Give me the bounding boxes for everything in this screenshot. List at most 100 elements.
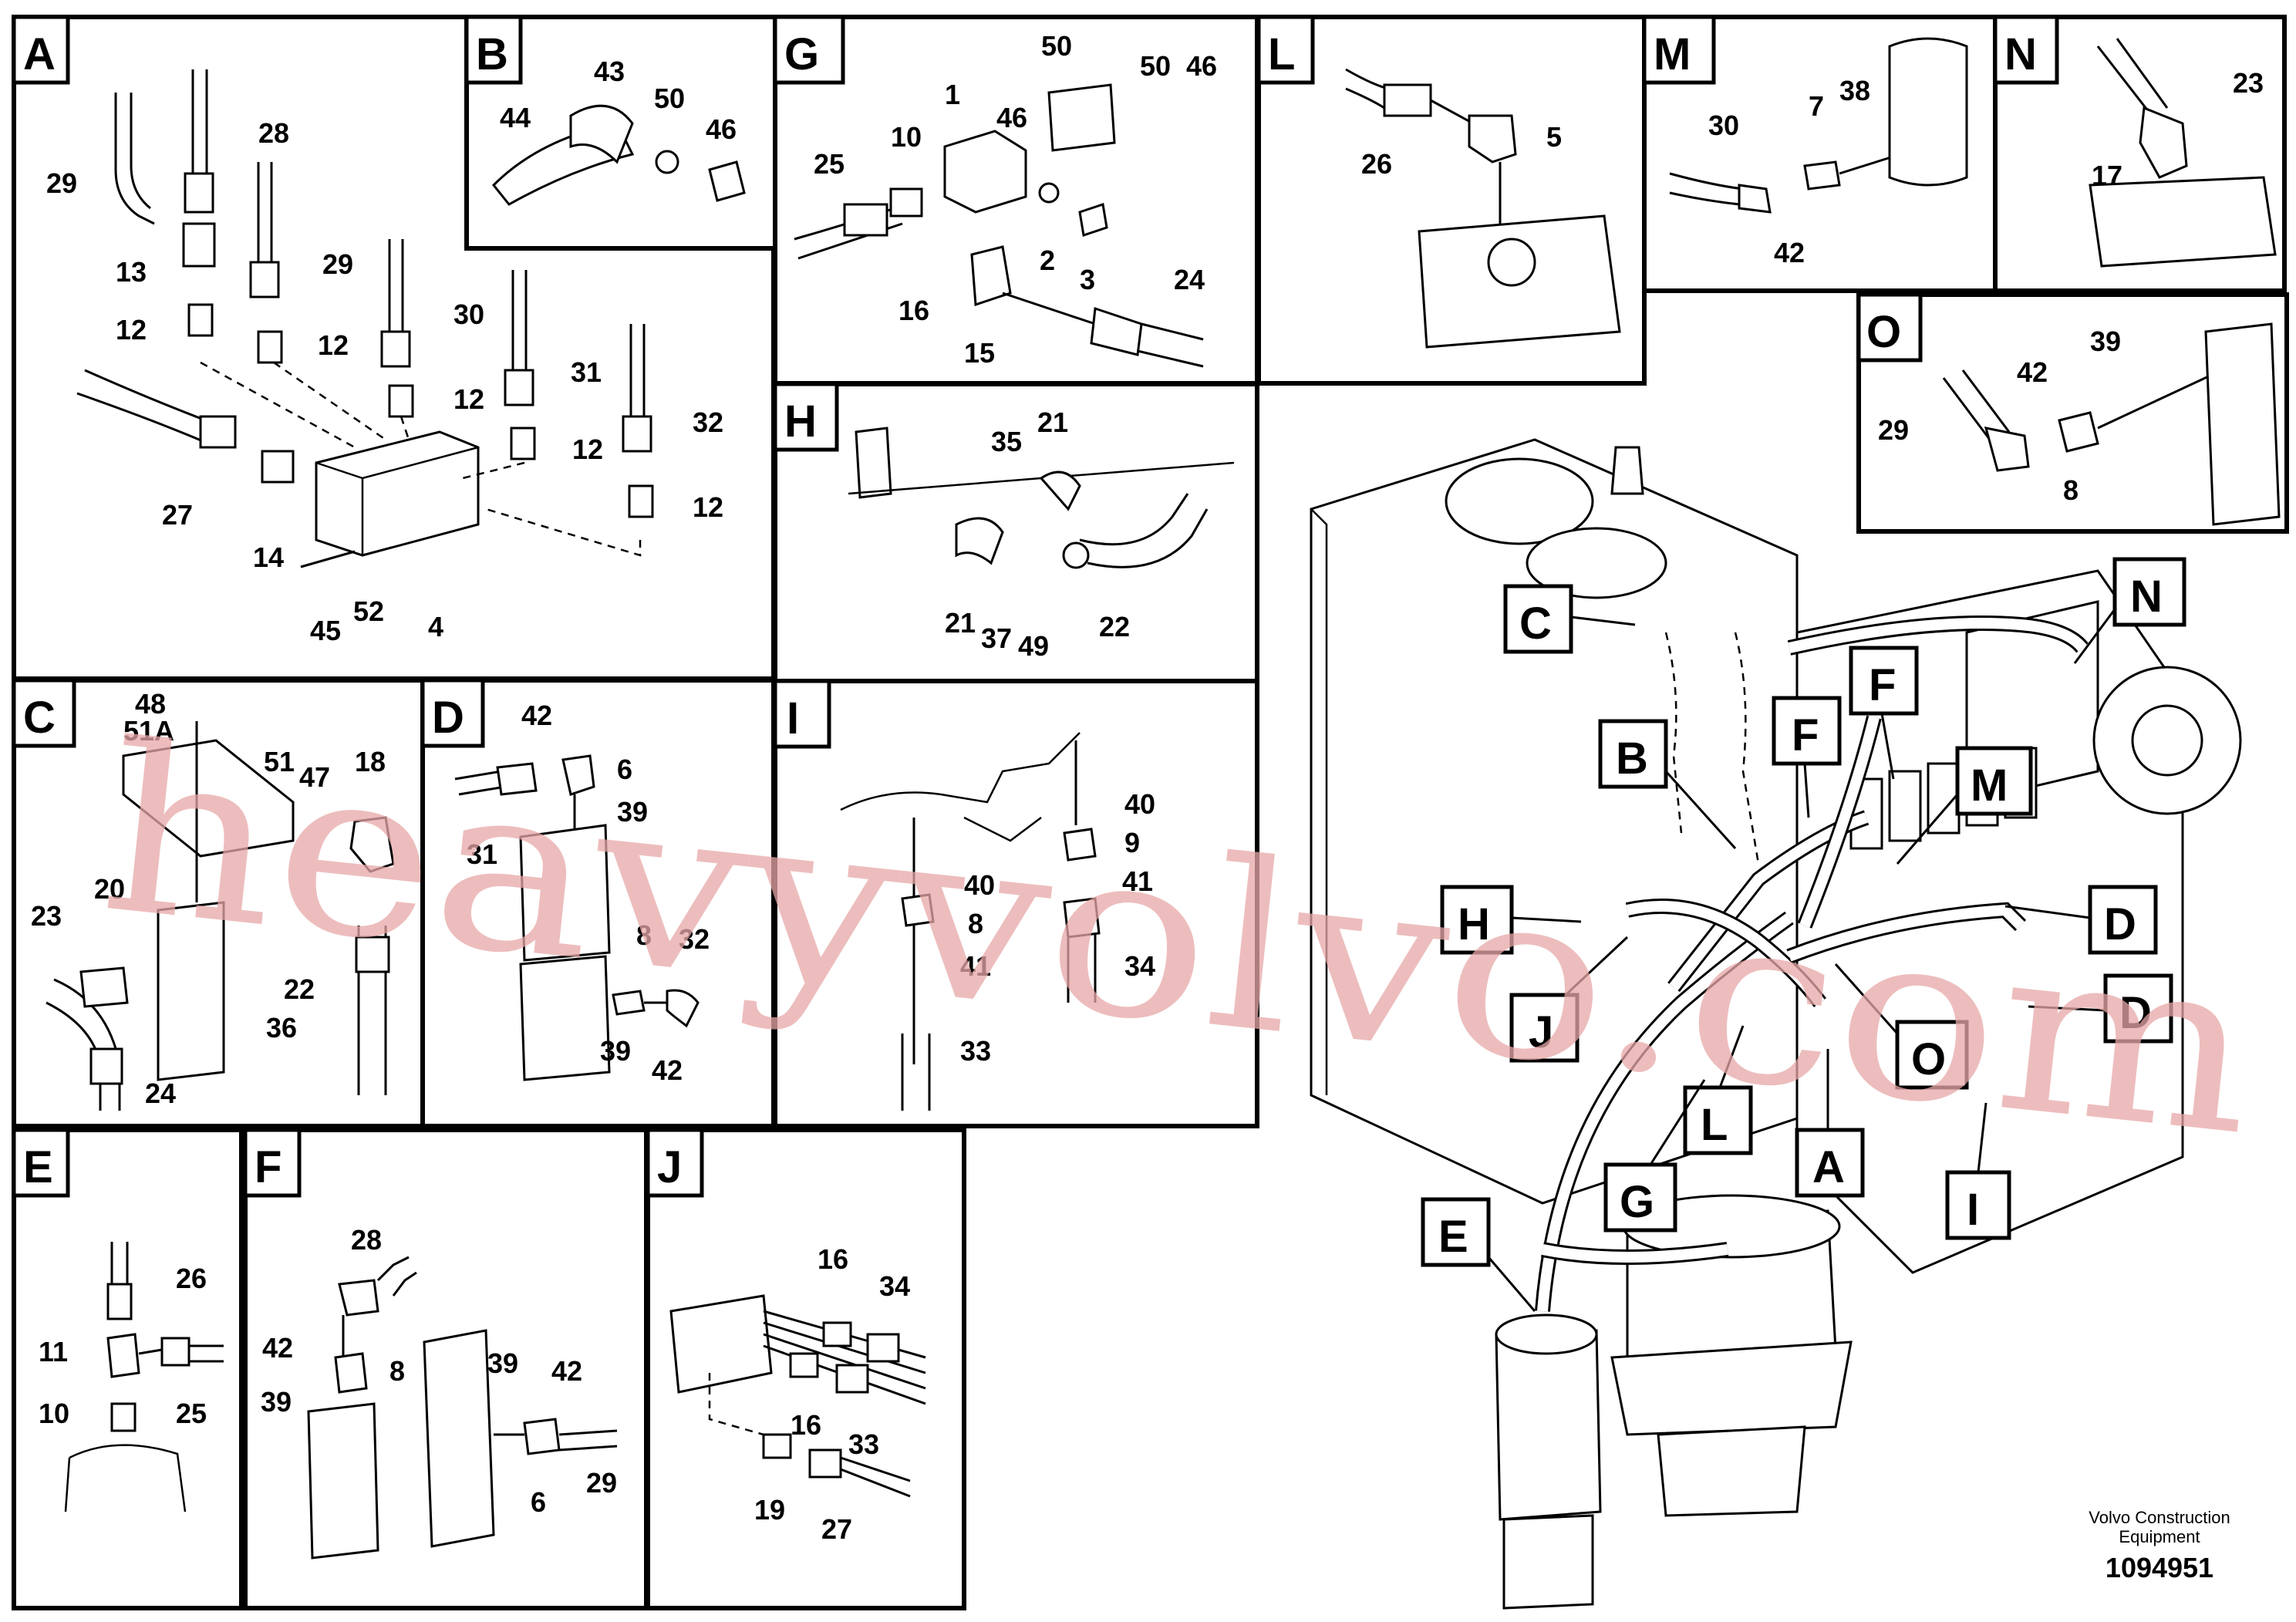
- partnum-L-26: 26: [1361, 148, 1392, 180]
- partnum-F-29: 29: [586, 1467, 617, 1499]
- partnum-M-42: 42: [1774, 237, 1805, 268]
- panel-O-label: O: [1866, 307, 1901, 357]
- svg-text:C: C: [1519, 599, 1552, 649]
- partnum-E-10: 10: [39, 1398, 69, 1429]
- partnum-D-42b: 42: [652, 1054, 683, 1086]
- partnum-J-16a: 16: [818, 1243, 848, 1275]
- svg-text:F: F: [1869, 660, 1896, 710]
- partnum-E-25: 25: [176, 1398, 207, 1429]
- callout-H: H: [1440, 885, 1582, 955]
- partnum-G-50b: 50: [1140, 50, 1171, 82]
- panel-O: O 39 42 29 8: [1856, 292, 2289, 534]
- partnum-F-42b: 42: [551, 1355, 582, 1387]
- partnum-A-12b: 12: [318, 329, 349, 361]
- partnum-H-21a: 21: [1037, 406, 1068, 438]
- partnum-A-12d: 12: [572, 433, 603, 465]
- partnum-M-38: 38: [1839, 75, 1870, 106]
- callout-B: B: [1598, 719, 1737, 850]
- panel-N: N 23 17: [1993, 15, 2287, 293]
- callout-M: M: [1896, 746, 2033, 865]
- partnum-I-8: 8: [968, 908, 983, 939]
- panel-G-label: G: [784, 29, 819, 79]
- partnum-D-39b: 39: [600, 1035, 631, 1067]
- panel-E-label: E: [23, 1142, 53, 1192]
- footer-company: Volvo Construction: [2089, 1508, 2230, 1527]
- partnum-C-22: 22: [284, 973, 315, 1005]
- callout-N: N: [2073, 557, 2186, 664]
- callout-J: J: [1509, 936, 1629, 1063]
- panel-N-label: N: [2004, 29, 2037, 79]
- partnum-G-3: 3: [1080, 264, 1095, 295]
- partnum-F-28: 28: [351, 1224, 382, 1256]
- callout-G: G: [1603, 1079, 1706, 1233]
- panel-D-label: D: [432, 693, 464, 743]
- partnum-B-43: 43: [594, 56, 625, 87]
- svg-text:L: L: [1701, 1100, 1728, 1150]
- partnum-A-30: 30: [453, 298, 484, 330]
- svg-text:M: M: [1971, 760, 2008, 811]
- partnum-A-52: 52: [353, 595, 384, 627]
- partnum-C-47: 47: [299, 761, 330, 793]
- svg-text:H: H: [1458, 899, 1490, 949]
- partnum-I-34: 34: [1124, 950, 1155, 982]
- partnum-A-12e: 12: [693, 491, 723, 523]
- panel-J-label: J: [657, 1142, 682, 1192]
- partnum-D-31: 31: [467, 838, 497, 870]
- svg-text:D: D: [2104, 899, 2136, 949]
- partnum-A-12c: 12: [453, 383, 484, 415]
- machine-overview: [1310, 438, 2242, 1610]
- partnum-J-16b: 16: [791, 1409, 821, 1441]
- panel-F: F 28 42 8 39 39 42 6 29: [243, 1128, 649, 1610]
- partnum-M-30: 30: [1708, 110, 1739, 141]
- partnum-A-4: 4: [428, 611, 443, 642]
- footer: Volvo Construction Equipment 1094951: [2089, 1508, 2230, 1583]
- partnum-G-1: 1: [945, 79, 960, 110]
- panel-C: C 48 51A 51 47 18 20 23 22 36 24: [12, 678, 425, 1128]
- panel-M-label: M: [1654, 29, 1691, 79]
- panel-F-label: F: [255, 1142, 282, 1192]
- partnum-F-39b: 39: [487, 1347, 518, 1379]
- partnum-H-49: 49: [1018, 630, 1049, 662]
- partnum-G-25: 25: [814, 148, 845, 180]
- callout-C: C: [1503, 584, 1636, 654]
- panel-E: E 26 11 25 10: [12, 1128, 244, 1610]
- panel-I-label: I: [787, 693, 799, 744]
- panel-H: H 35 21 21 37 49 22: [773, 382, 1259, 683]
- partnum-G-50a: 50: [1041, 30, 1072, 62]
- partnum-O-39: 39: [2090, 325, 2121, 357]
- partnum-H-35: 35: [991, 426, 1022, 457]
- panel-J: J 16 34 16 33 19 27: [646, 1128, 966, 1610]
- partnum-D-32: 32: [679, 923, 710, 955]
- partnum-C-18: 18: [355, 746, 386, 777]
- partnum-C-51A: 51A: [123, 715, 174, 747]
- partnum-O-29: 29: [1878, 414, 1909, 446]
- svg-text:O: O: [1911, 1034, 1946, 1084]
- panel-B-label: B: [476, 29, 508, 79]
- callout-L: L: [1683, 1025, 1753, 1155]
- footer-company-line2: Equipment: [2119, 1527, 2200, 1546]
- svg-text:E: E: [1438, 1212, 1468, 1262]
- panel-I: I 40 9 41 40 8 41 34 33: [773, 679, 1259, 1128]
- partnum-J-34: 34: [879, 1270, 910, 1302]
- partnum-C-51: 51: [264, 746, 295, 777]
- footer-doc-number: 1094951: [2106, 1552, 2213, 1583]
- partnum-F-6: 6: [531, 1486, 546, 1518]
- partnum-B-44: 44: [500, 102, 531, 133]
- partnum-M-7: 7: [1809, 90, 1824, 122]
- panel-D: D 42 6 39 31 8 32 39 42: [420, 678, 776, 1128]
- partnum-C-36: 36: [266, 1012, 297, 1044]
- partnum-B-50: 50: [654, 83, 685, 114]
- partnum-I-41a: 41: [1122, 865, 1153, 897]
- partnum-H-37: 37: [981, 622, 1012, 654]
- partnum-F-42a: 42: [262, 1332, 293, 1364]
- partnum-A-12a: 12: [116, 314, 147, 346]
- partnum-D-42a: 42: [521, 700, 552, 731]
- partnum-G-10: 10: [891, 121, 922, 153]
- partnum-A-29b: 29: [322, 248, 353, 280]
- partnum-G-46b: 46: [1186, 50, 1217, 82]
- partnum-A-31: 31: [571, 356, 602, 388]
- partnum-I-33: 33: [960, 1035, 991, 1067]
- partnum-G-2: 2: [1040, 244, 1055, 276]
- partnum-F-39a: 39: [261, 1386, 292, 1418]
- svg-text:F: F: [1792, 710, 1819, 760]
